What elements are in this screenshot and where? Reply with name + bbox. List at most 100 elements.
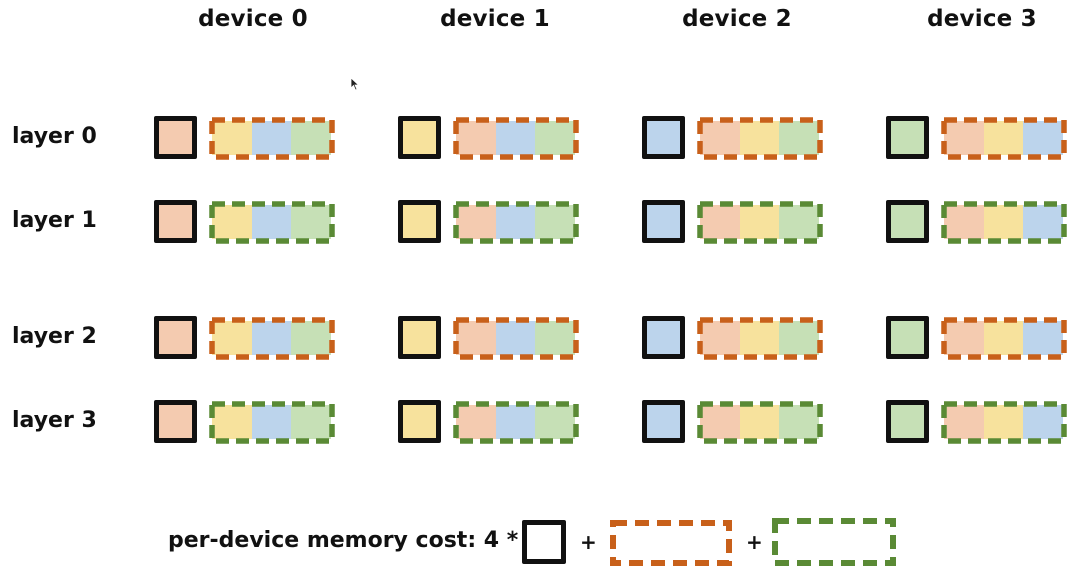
cell-layer2-device0 <box>154 316 338 360</box>
owned-shard <box>886 400 929 443</box>
owned-shard <box>154 316 197 359</box>
gather-dashed-border <box>453 317 579 360</box>
replica-shard-3 <box>291 405 331 439</box>
gather-shard-group <box>697 117 823 160</box>
replica-shard-0 <box>456 121 496 155</box>
replica-shard-2 <box>495 405 535 439</box>
layer-label-2: layer 2 <box>12 324 97 349</box>
device-label-1: device 1 <box>440 6 550 32</box>
cell-layer1-device1 <box>398 200 582 244</box>
replica-shard-3 <box>291 121 331 155</box>
owned-shard <box>886 116 929 159</box>
replica-shard-1 <box>212 321 252 355</box>
reduce-dashed-border <box>697 201 823 244</box>
reduce-dashed-border <box>697 401 823 444</box>
mouse-cursor-icon <box>350 76 360 95</box>
replica-shard-3 <box>535 121 575 155</box>
cell-layer0-device3 <box>886 116 1070 160</box>
layer-label-0: layer 0 <box>12 124 97 149</box>
owned-shard <box>642 116 685 159</box>
replica-shard-3 <box>291 321 331 355</box>
gather-shard-group <box>209 317 335 360</box>
replica-shard-0 <box>944 121 984 155</box>
reduce-shard-group <box>209 201 335 244</box>
legend-owned-box-icon <box>522 520 566 564</box>
owned-shard <box>886 316 929 359</box>
replica-shard-1 <box>739 321 779 355</box>
replica-shard-1 <box>739 405 779 439</box>
replica-shard-1 <box>983 121 1023 155</box>
replica-shard-2 <box>1023 321 1063 355</box>
cell-layer2-device3 <box>886 316 1070 360</box>
owned-shard <box>398 400 441 443</box>
gather-shard-group <box>941 117 1067 160</box>
cell-layer2-device2 <box>642 316 826 360</box>
owned-shard <box>398 200 441 243</box>
gather-shard-group <box>697 317 823 360</box>
replica-shard-0 <box>700 205 740 239</box>
gather-shard-group <box>209 117 335 160</box>
owned-shard <box>642 316 685 359</box>
gather-shard-group <box>453 117 579 160</box>
owned-shard <box>154 400 197 443</box>
legend-gather-box-icon <box>610 520 732 570</box>
cell-layer0-device2 <box>642 116 826 160</box>
layer-label-1: layer 1 <box>12 208 97 233</box>
gather-shard-group <box>453 317 579 360</box>
gather-dashed-border <box>941 117 1067 160</box>
replica-shard-0 <box>944 205 984 239</box>
replica-shard-0 <box>944 321 984 355</box>
replica-shard-0 <box>700 321 740 355</box>
cell-layer1-device0 <box>154 200 338 244</box>
cell-layer0-device0 <box>154 116 338 160</box>
replica-shard-2 <box>495 321 535 355</box>
replica-shard-3 <box>535 321 575 355</box>
reduce-dashed-border <box>941 201 1067 244</box>
reduce-shard-group <box>697 401 823 444</box>
owned-shard <box>642 200 685 243</box>
replica-shard-3 <box>779 121 819 155</box>
reduce-dashed-border <box>941 401 1067 444</box>
owned-shard <box>398 116 441 159</box>
replica-shard-1 <box>983 205 1023 239</box>
replica-shard-2 <box>1023 121 1063 155</box>
replica-shard-2 <box>495 121 535 155</box>
cell-layer3-device1 <box>398 400 582 444</box>
replica-shard-3 <box>535 405 575 439</box>
legend-label: per-device memory cost: 4 * <box>168 528 519 553</box>
reduce-shard-group <box>941 201 1067 244</box>
replica-shard-1 <box>983 321 1023 355</box>
reduce-shard-group <box>697 201 823 244</box>
reduce-dashed-border <box>453 201 579 244</box>
replica-shard-1 <box>212 121 252 155</box>
replica-shard-3 <box>291 205 331 239</box>
replica-shard-2 <box>1023 205 1063 239</box>
cell-layer3-device2 <box>642 400 826 444</box>
replica-shard-1 <box>212 405 252 439</box>
cell-layer3-device0 <box>154 400 338 444</box>
device-label-2: device 2 <box>682 6 792 32</box>
owned-shard <box>886 200 929 243</box>
reduce-dashed-border <box>209 201 335 244</box>
reduce-shard-group <box>941 401 1067 444</box>
reduce-shard-group <box>209 401 335 444</box>
device-label-0: device 0 <box>198 6 308 32</box>
replica-shard-3 <box>779 321 819 355</box>
replica-shard-1 <box>739 205 779 239</box>
legend-plus-1: + <box>580 530 597 554</box>
owned-shard <box>154 116 197 159</box>
gather-dashed-border <box>209 317 335 360</box>
reduce-shard-group <box>453 201 579 244</box>
replica-shard-2 <box>1023 405 1063 439</box>
gather-shard-group <box>941 317 1067 360</box>
gather-dashed-border <box>697 117 823 160</box>
cell-layer2-device1 <box>398 316 582 360</box>
replica-shard-0 <box>700 405 740 439</box>
replica-shard-1 <box>739 121 779 155</box>
owned-shard <box>398 316 441 359</box>
replica-shard-2 <box>251 121 291 155</box>
cell-layer0-device1 <box>398 116 582 160</box>
replica-shard-2 <box>251 205 291 239</box>
replica-shard-0 <box>456 205 496 239</box>
replica-shard-0 <box>944 405 984 439</box>
